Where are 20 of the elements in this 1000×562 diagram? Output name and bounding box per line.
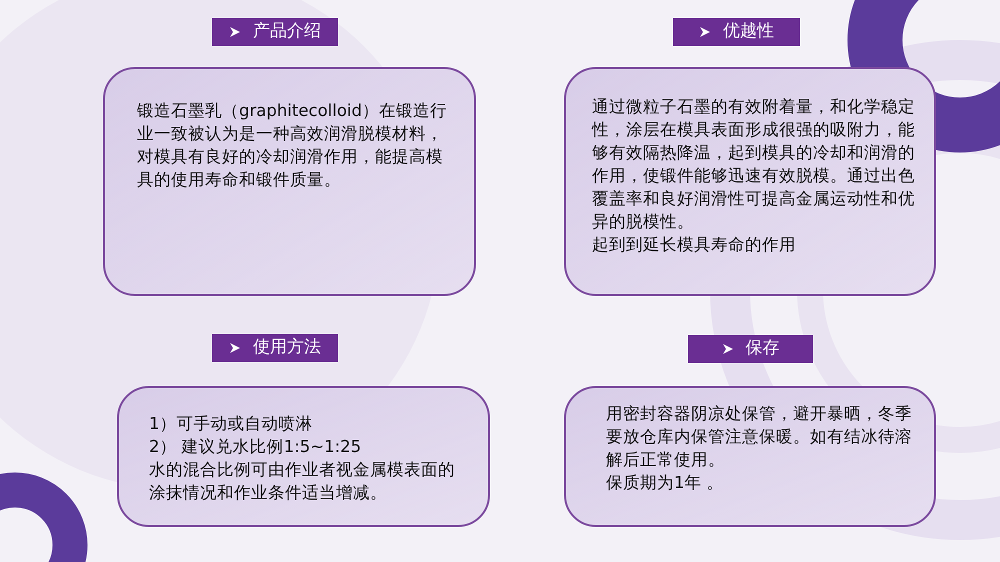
section-header [212,18,338,46]
card-paragraph: 锻造石墨乳（graphitecolloid）在锻造行业一致被认为是一种高效润滑脱模材料，对模具有良好的冷却润滑作用，能提高模具的使用寿命和锻件质量。 [137,100,448,191]
card-paragraph: 1）可手动或自动喷淋 [149,413,314,435]
card-paragraph: 通过微粒子石墨的有效附着量，和化学稳定性，涂层在模具表面形成很强的吸附力，能够有效隔热降温，起到模具的冷却和润滑的作用，使锻件能够迅速有效脱模。通过出色覆盖率和良好润滑性可提高金属运动性和优异的脱模性。 [592,96,916,233]
header-text: 优越性 [723,20,774,44]
section-header [673,18,800,46]
card-paragraph: 保质期为1年 。 [606,472,725,494]
card-paragraph: 起到到延长模具寿命的作用 [592,234,797,256]
header-text: 保存 [746,337,780,360]
header-text: 产品介绍 [253,20,321,44]
section-header [212,334,338,362]
text-card [564,67,936,296]
card-paragraph: 2） 建议兑水比例1:5~1:25 [149,436,362,458]
header-text: 使用方法 [253,336,321,360]
section-header [688,335,813,363]
text-card [103,67,476,296]
card-paragraph: 水的混合比例可由作业者视金属模表面的涂抹情况和作业条件适当增减。 [149,459,456,504]
text-card [564,386,936,527]
card-paragraph: 用密封容器阴凉处保管，避开暴晒，冬季要放仓库内保管注意保暖。如有结冰待溶解后正常使用。 [606,403,913,471]
text-card [117,386,490,527]
